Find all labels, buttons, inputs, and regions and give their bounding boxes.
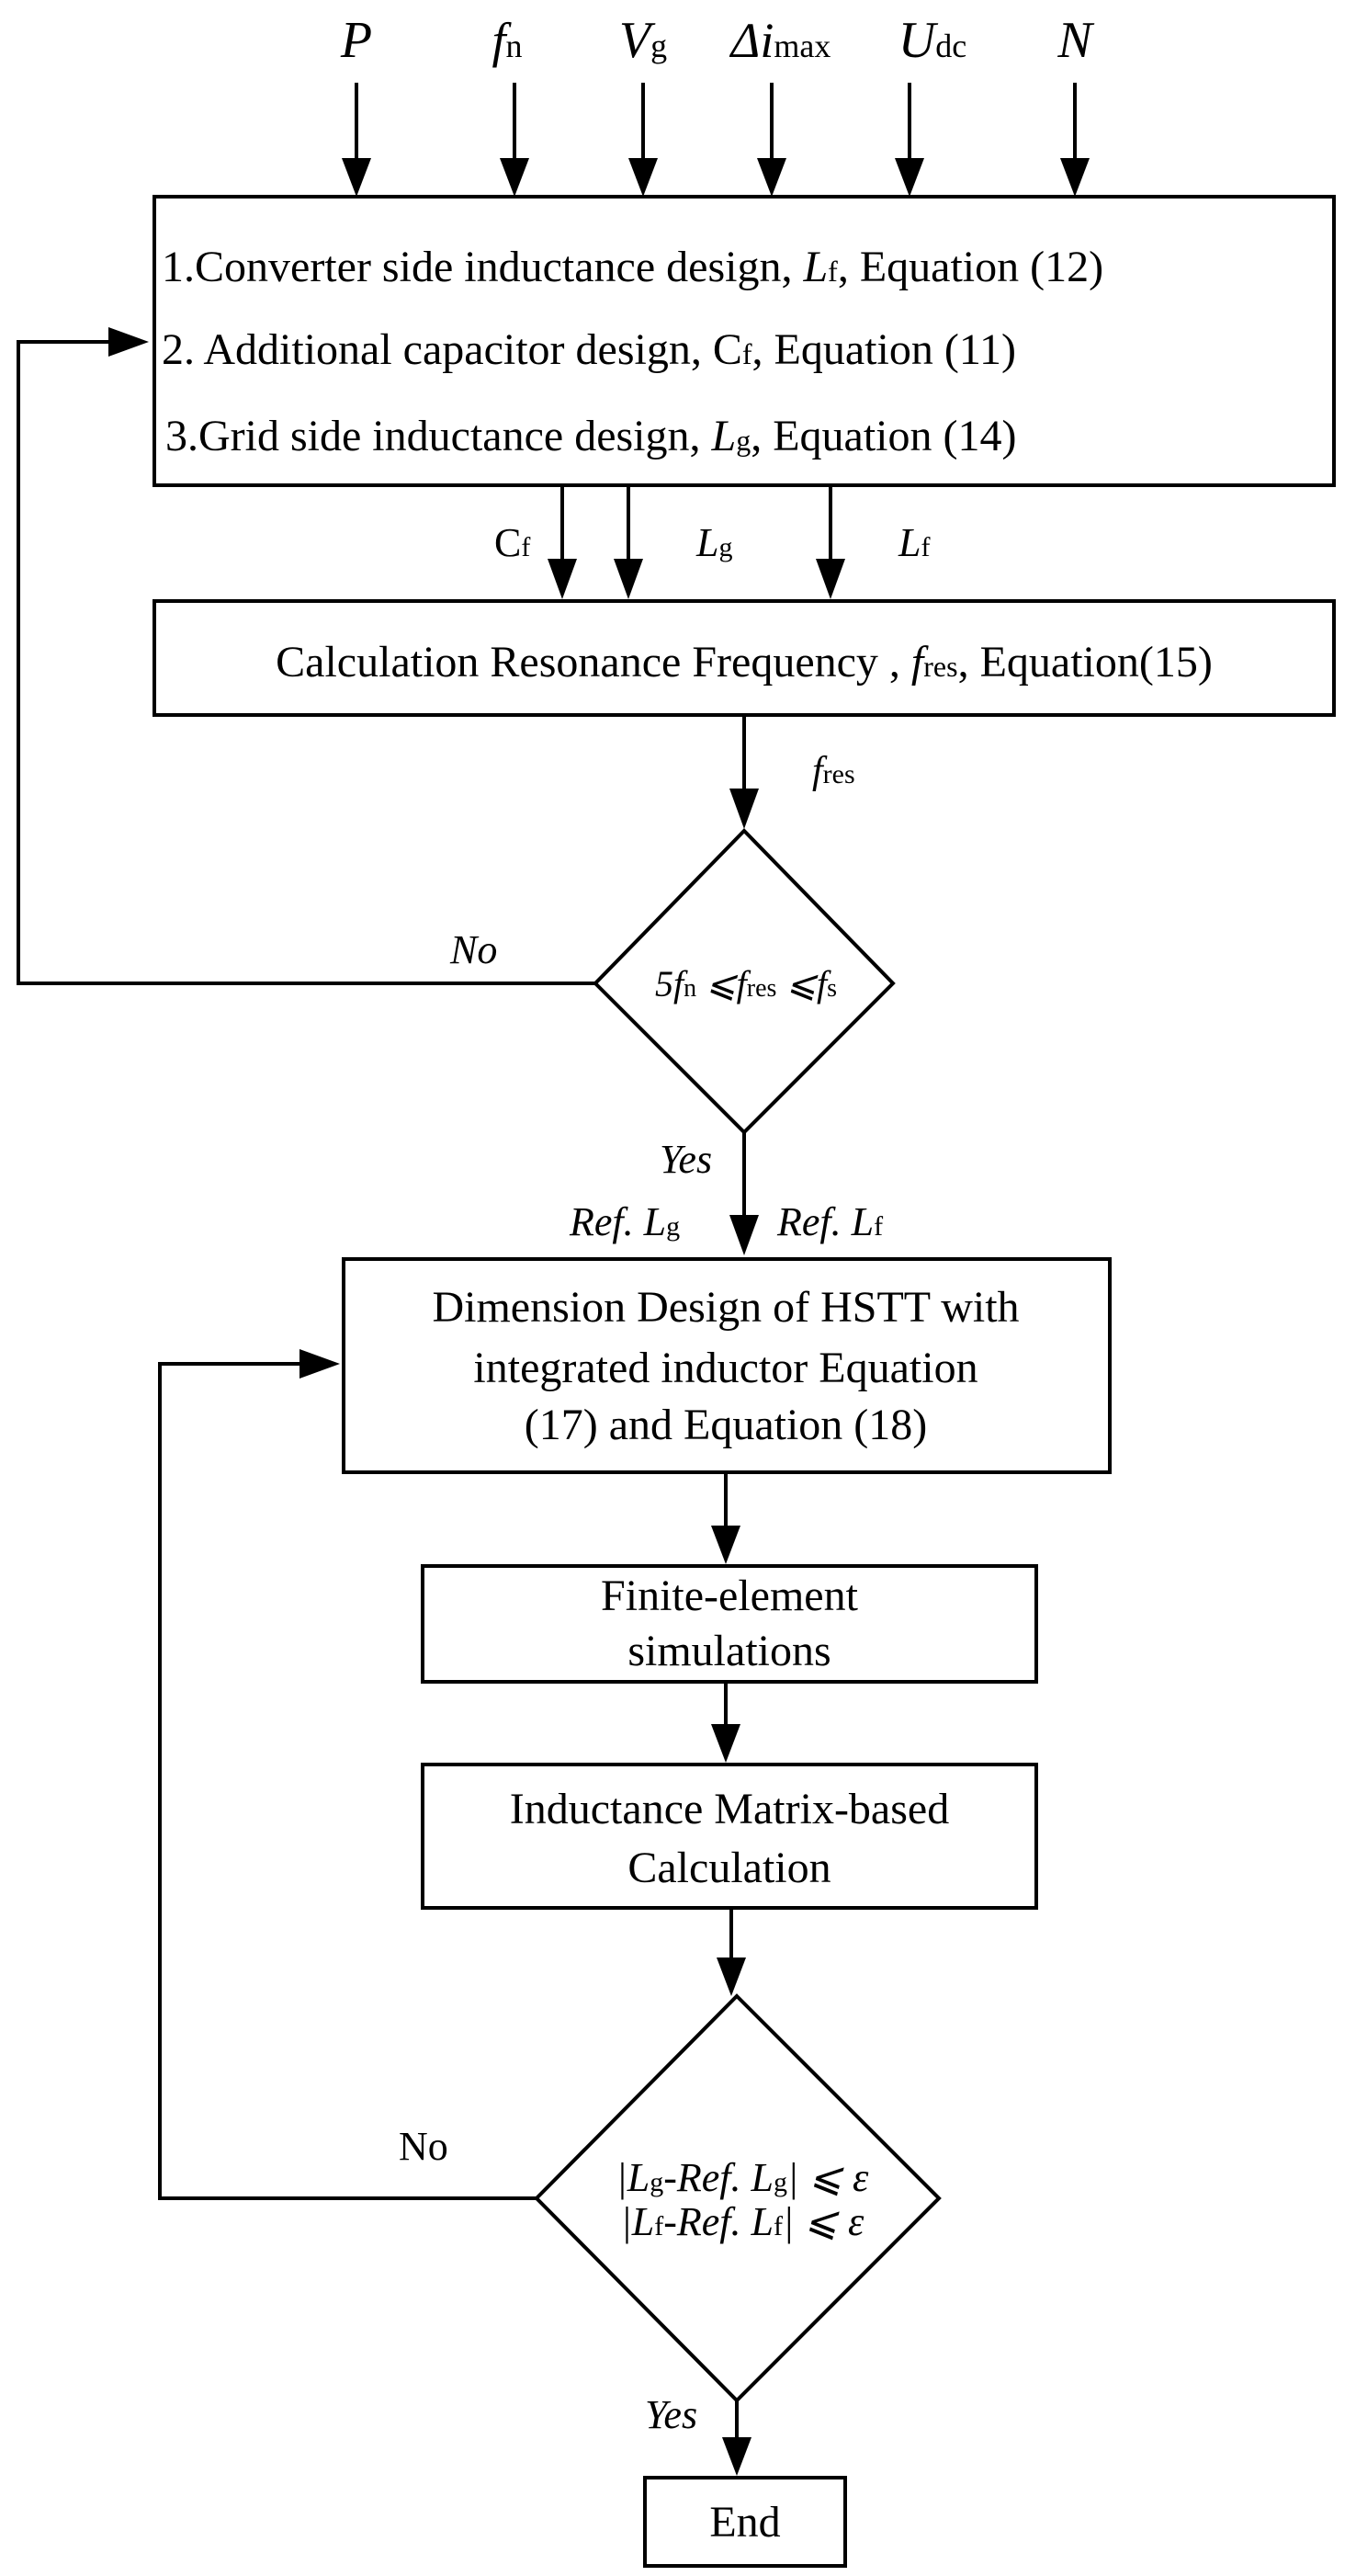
input-n: N [1057, 12, 1094, 69]
label-lf: Lf [898, 520, 930, 565]
design-step-1: 1.Converter side inductance design, Lf, … [162, 243, 1103, 291]
end-label: End [709, 2498, 780, 2547]
label-fres: fres [812, 750, 855, 792]
design-step-2: 2. Additional capacitor design, Cf, Equa… [162, 325, 1016, 374]
yes-arrow-2 [722, 2400, 751, 2476]
input-delta-imax: Δimax [729, 13, 831, 68]
input-arrows [342, 83, 1090, 197]
input-fn: fn [492, 13, 522, 68]
component-arrows [548, 485, 845, 599]
yes-arrow-1 [729, 1132, 759, 1255]
decision1-no-label: No [449, 927, 497, 972]
design-step-3: 3.Grid side inductance design, Lg, Equat… [165, 412, 1016, 460]
matrix-line-1: Inductance Matrix-based [510, 1785, 949, 1833]
decision2-yes-label: Yes [645, 2392, 697, 2437]
design-box [153, 195, 1336, 487]
dimension-line-1: Dimension Design of HSTT with [432, 1283, 1019, 1332]
inductance-matrix-box [421, 1763, 1038, 1910]
arrow-to-matrix [711, 1682, 740, 1763]
fem-line-2: simulations [627, 1627, 831, 1675]
matrix-line-2: Calculation [627, 1844, 831, 1892]
label-cf: Cf [494, 520, 530, 565]
end-box [643, 2476, 847, 2568]
condition-lg: |Lg-Ref. Lg| ⩽ ε [616, 2155, 869, 2200]
fem-simulation-box [421, 1564, 1038, 1684]
label-lg: Lg [695, 520, 732, 565]
resonance-box [153, 599, 1336, 717]
input-vg: Vg [619, 12, 667, 69]
dimension-design-box [342, 1257, 1112, 1474]
no-loop-1 [17, 327, 595, 985]
arrow-to-fem [711, 1472, 740, 1564]
condition-lf: |Lf-Ref. Lf| ⩽ ε [621, 2199, 864, 2244]
arrow-to-decision2 [717, 1908, 746, 1996]
input-p: P [340, 12, 372, 69]
dimension-line-2: integrated inductor Equation [473, 1344, 977, 1392]
label-ref-lg: Ref. Lg [569, 1199, 680, 1244]
frequency-condition: 5fn ⩽fres ⩽fs [655, 963, 837, 1004]
decision2-no-label: No [399, 2124, 448, 2169]
no-loop-2 [158, 1349, 540, 2200]
fem-line-1: Finite-element [601, 1572, 859, 1620]
decision1-yes-label: Yes [660, 1137, 712, 1182]
dimension-line-3: (17) and Equation (18) [525, 1401, 928, 1449]
input-udc: Udc [898, 12, 966, 69]
label-ref-lf: Ref. Lf [776, 1199, 883, 1244]
fres-arrow [729, 715, 759, 829]
resonance-text: Calculation Resonance Frequency , fres, … [276, 638, 1213, 687]
